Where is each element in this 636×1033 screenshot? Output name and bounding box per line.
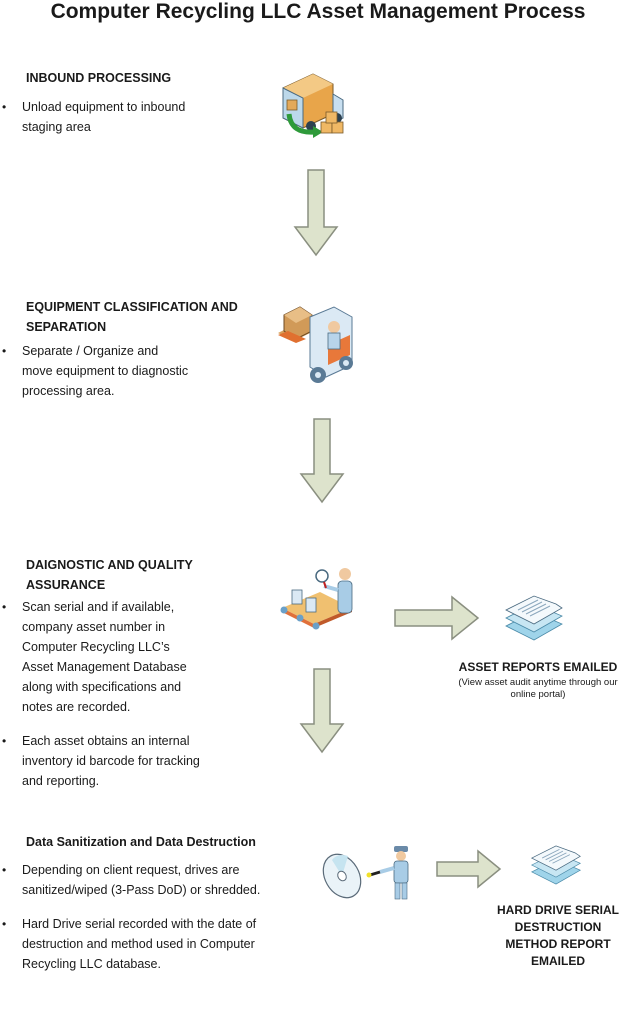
step-3-heading: DAIGNOSTIC AND QUALITY ASSURANCE xyxy=(26,558,193,592)
flow-arrow-right-1 xyxy=(394,595,480,641)
step-3-bullets: Scan serial and if available, company as… xyxy=(0,597,200,791)
page-title: Computer Recycling LLC Asset Management … xyxy=(50,0,586,23)
disk-officer-icon xyxy=(322,840,422,902)
step-2-bullets: Separate / Organize and move equipment t… xyxy=(0,341,190,401)
flow-arrow-down-3 xyxy=(299,668,345,754)
step-2-heading: EQUIPMENT CLASSIFICATION AND SEPARATION xyxy=(26,300,238,334)
flow-arrow-down-1 xyxy=(293,169,339,257)
step-4-bullets: Depending on client request, drives are … xyxy=(0,860,285,974)
flow-arrow-down-2 xyxy=(299,418,345,504)
step-4-bullet-1: Depending on client request, drives are … xyxy=(0,860,285,900)
delivery-truck-icon xyxy=(275,66,345,146)
asset-reports-label: ASSET REPORTS EMAILED xyxy=(458,660,618,674)
document-stack-icon xyxy=(530,842,582,888)
conveyor-inspection-icon xyxy=(280,564,356,630)
step-1-heading: INBOUND PROCESSING xyxy=(26,71,172,85)
step-1-bullets: Unload equipment to inbound staging area xyxy=(0,97,210,137)
step-3-bullet-2: Each asset obtains an internal inventory… xyxy=(0,731,200,791)
document-stack-icon xyxy=(504,592,564,644)
hard-drive-report-label: HARD DRIVE SERIAL DESTRUCTION METHOD REP… xyxy=(496,903,619,968)
step-4-bullet-2: Hard Drive serial recorded with the date… xyxy=(0,914,285,974)
flow-arrow-right-2 xyxy=(436,849,502,889)
asset-reports-note: (View asset audit anytime through our on… xyxy=(458,677,618,700)
step-3-bullet-1: Scan serial and if available, company as… xyxy=(0,597,200,717)
step-4-heading: Data Sanitization and Data Destruction xyxy=(26,835,256,849)
step-2-bullet: Separate / Organize and move equipment t… xyxy=(0,341,190,401)
forklift-icon xyxy=(276,305,356,389)
step-1-bullet: Unload equipment to inbound staging area xyxy=(0,97,210,137)
